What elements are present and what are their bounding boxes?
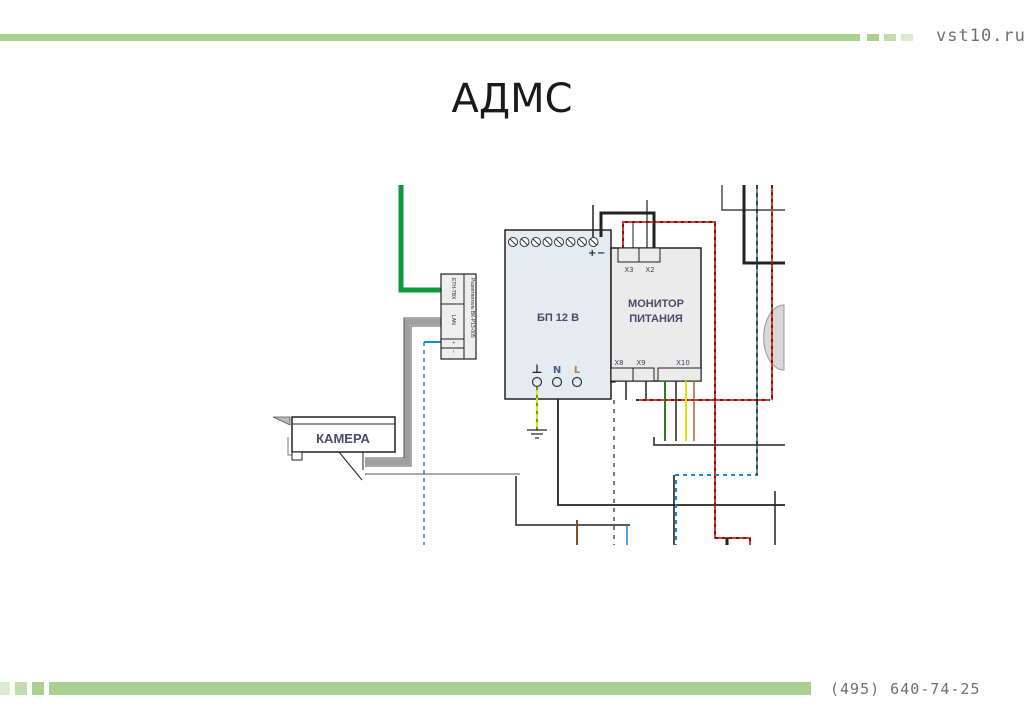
gray-cable-outline xyxy=(365,325,442,467)
footer-accent-bar xyxy=(49,682,811,695)
black-wire xyxy=(515,476,630,526)
ground-symbol xyxy=(527,429,547,439)
screw-slot xyxy=(578,238,586,246)
minus-sign: − xyxy=(597,248,605,259)
adapter-block: Разветвитель ВК-P13-005 ETH-TBX LAN + − xyxy=(440,273,477,360)
ground-terminal xyxy=(531,376,543,388)
monitor-label-line1: МОНИТОР xyxy=(628,298,684,310)
adapter-port-label: − xyxy=(450,350,456,353)
slide-title: АДМС xyxy=(451,76,573,122)
adapter-port-label: + xyxy=(450,341,456,344)
partial-device-shape xyxy=(763,304,785,371)
camera-label: КАМЕРА xyxy=(316,431,370,446)
terminal-row xyxy=(508,237,599,247)
neutral-input-label: N xyxy=(553,365,561,376)
right-wire xyxy=(721,185,785,211)
monitor-label-line2: ПИТАНИЯ xyxy=(629,313,683,325)
footer-accent-square xyxy=(15,682,27,695)
screw-slot xyxy=(555,238,563,246)
screw-slot xyxy=(590,238,597,246)
power-black-wire xyxy=(557,399,785,506)
footer-accent-square xyxy=(0,682,10,695)
signal-return-line xyxy=(653,437,785,446)
gray-cable-outline xyxy=(365,317,442,459)
live-input-label: L xyxy=(574,365,581,376)
screw-slot xyxy=(567,238,574,246)
adapter-port-label: LAN xyxy=(450,315,456,325)
ground-input-label: ⊥ xyxy=(532,362,543,376)
green-wire xyxy=(398,185,442,293)
header-accent-square xyxy=(867,34,879,41)
adapter-port-label: ETH-TBX xyxy=(450,278,456,300)
header-accent-square xyxy=(884,34,896,41)
screw-slot xyxy=(544,238,551,246)
header-accent-bar xyxy=(0,34,860,41)
screw-slot xyxy=(532,238,540,246)
power-supply-label: БП 12 В xyxy=(537,312,579,324)
connector-x10-label: X10 xyxy=(676,359,690,367)
power-supply-block: + − БП 12 В ⊥ N L xyxy=(504,229,612,400)
gray-cable xyxy=(365,319,442,465)
right-thick-wire xyxy=(742,185,785,265)
connector-x3-label: X3 xyxy=(624,266,633,274)
site-label: vst10.ru xyxy=(936,26,1024,46)
screw-slot xyxy=(521,238,528,246)
x8-wire xyxy=(610,381,616,383)
phone-label: (495) 640-74-25 xyxy=(830,680,981,698)
camera-block: КАМЕРА xyxy=(272,416,396,481)
screw-slot xyxy=(509,238,517,246)
ps-minus-wire xyxy=(599,211,656,248)
footer-accent-square xyxy=(32,682,44,695)
header-accent-square xyxy=(901,34,913,41)
connector-x8-label: X8 xyxy=(614,359,623,367)
adapter-side-label: Разветвитель ВК-P13-005 xyxy=(469,278,475,338)
power-monitor-block: X3 X2 МОНИТОР ПИТАНИЯ X8 X9 X10 xyxy=(610,247,702,382)
red-power-wire-dash xyxy=(622,221,751,545)
connector-x9-label: X9 xyxy=(636,359,645,367)
live-terminal xyxy=(571,376,583,388)
connector-x2-label: X2 xyxy=(645,266,654,274)
neutral-terminal xyxy=(551,376,563,388)
plus-sign: + xyxy=(588,248,596,259)
